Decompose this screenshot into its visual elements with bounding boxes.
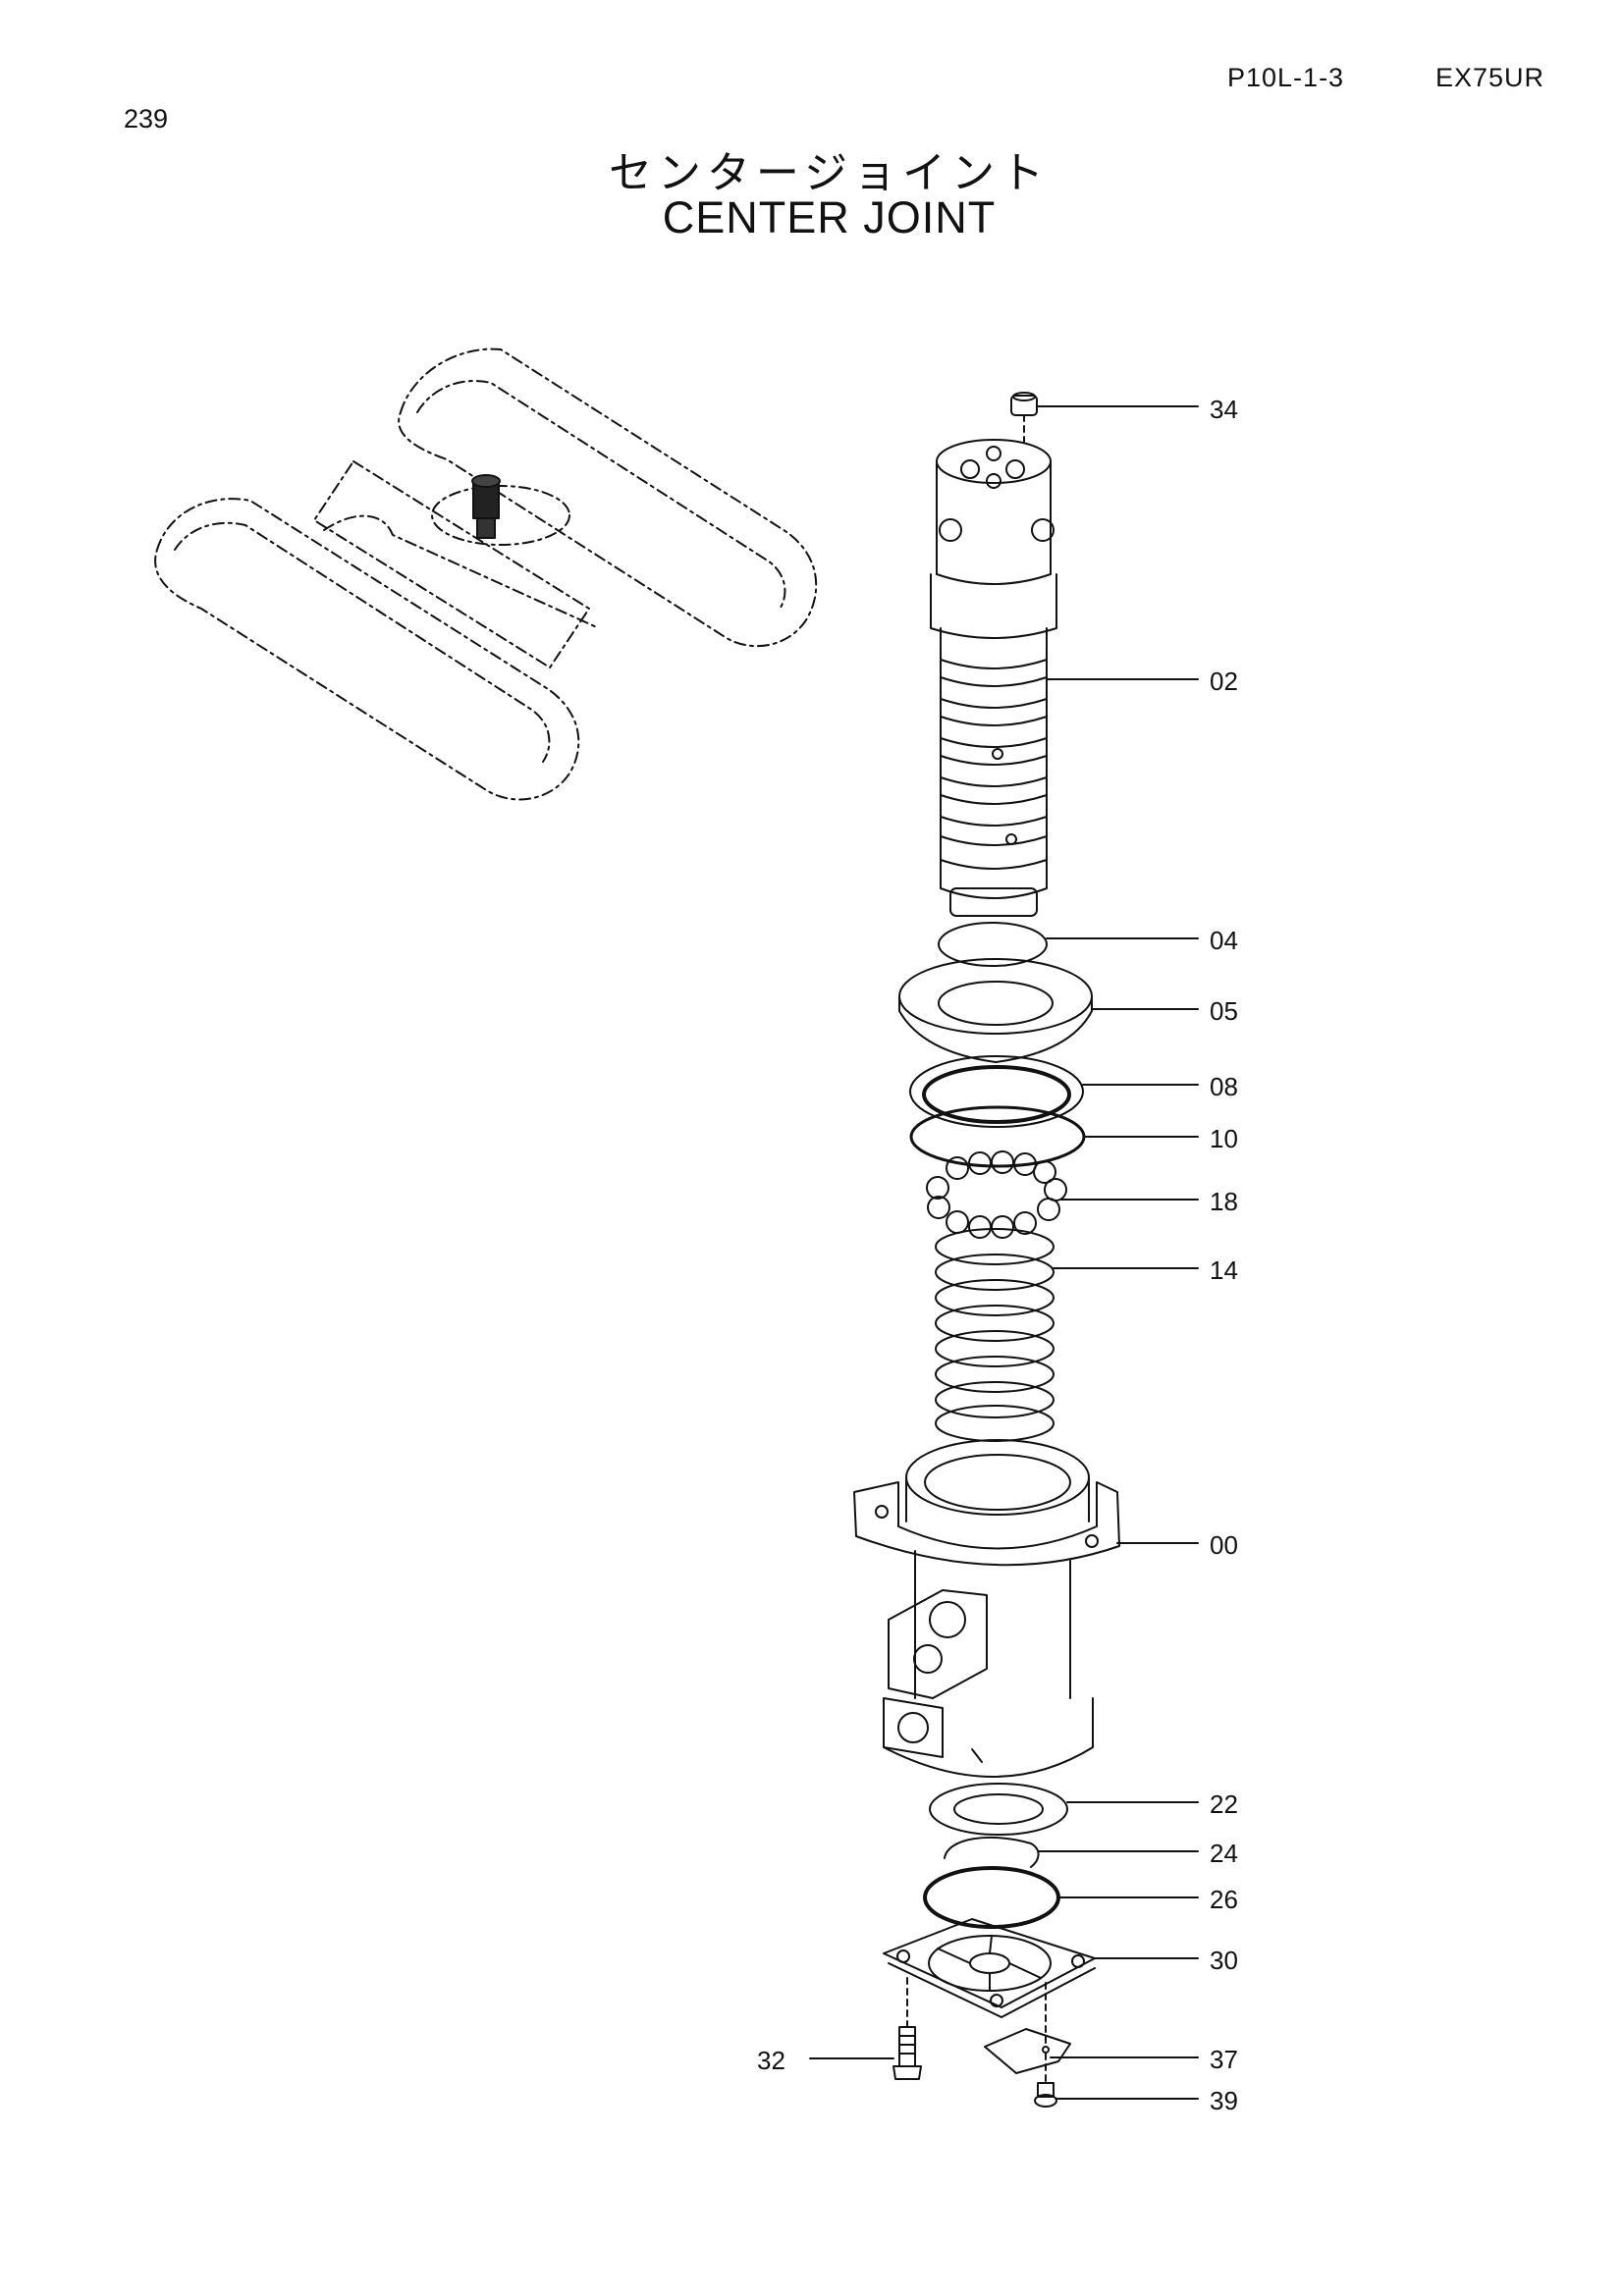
callout-00: 00 — [1210, 1530, 1238, 1560]
part-18-steel-balls — [926, 1150, 1067, 1239]
part-05-cover — [898, 958, 1093, 1063]
title-japanese: センタージョイント — [608, 149, 1051, 197]
part-37-name-plate — [984, 1982, 1071, 2074]
callout-22: 22 — [1210, 1789, 1238, 1819]
frame-arm — [323, 514, 600, 629]
part-32-bolt — [893, 1977, 922, 2080]
callout-labels: 34 02 04 05 08 10 18 14 00 22 24 26 30 3… — [757, 395, 1238, 2115]
track-frame — [313, 460, 590, 668]
callout-10: 10 — [1210, 1124, 1238, 1153]
part-02-spindle — [930, 439, 1057, 917]
part-34-plug — [1010, 392, 1038, 443]
callout-05: 05 — [1210, 996, 1238, 1026]
part-10-o-ring — [909, 1105, 1086, 1168]
callout-08: 08 — [1210, 1072, 1238, 1101]
callout-30: 30 — [1210, 1946, 1238, 1975]
callout-18: 18 — [1210, 1187, 1238, 1216]
model-name: EX75UR — [1435, 63, 1545, 92]
title-english: CENTER JOINT — [662, 192, 997, 242]
rear-track-inner — [416, 380, 786, 612]
part-00-body — [853, 1439, 1120, 1778]
callout-14: 14 — [1210, 1255, 1238, 1285]
callout-04: 04 — [1210, 926, 1238, 955]
front-track-inner — [174, 521, 551, 763]
callout-24: 24 — [1210, 1839, 1238, 1868]
callout-34: 34 — [1210, 395, 1238, 424]
undercarriage-location-view — [154, 347, 818, 801]
callout-32: 32 — [757, 2046, 785, 2075]
part-26-o-ring — [923, 1866, 1060, 1929]
rear-track-outline — [398, 347, 818, 648]
page-code: P10L-1-3 — [1227, 63, 1345, 92]
part-04-o-ring — [938, 922, 1048, 967]
part-08-seal — [909, 1055, 1084, 1128]
callout-02: 02 — [1210, 667, 1238, 696]
page-number: 239 — [124, 104, 169, 133]
center-joint-exploded-view — [853, 392, 1120, 2108]
part-30-cover-plate — [883, 1918, 1096, 2018]
part-24-snap-ring — [944, 1836, 1040, 1868]
callout-39: 39 — [1210, 2086, 1238, 2115]
part-39-screw — [1034, 2053, 1057, 2108]
front-track-outline — [154, 498, 580, 801]
part-22-shim — [929, 1783, 1068, 1836]
callout-37: 37 — [1210, 2045, 1238, 2074]
center-joint-location — [431, 474, 570, 546]
leader-lines — [809, 405, 1199, 2100]
part-14-spring — [935, 1228, 1055, 1442]
callout-26: 26 — [1210, 1885, 1238, 1914]
